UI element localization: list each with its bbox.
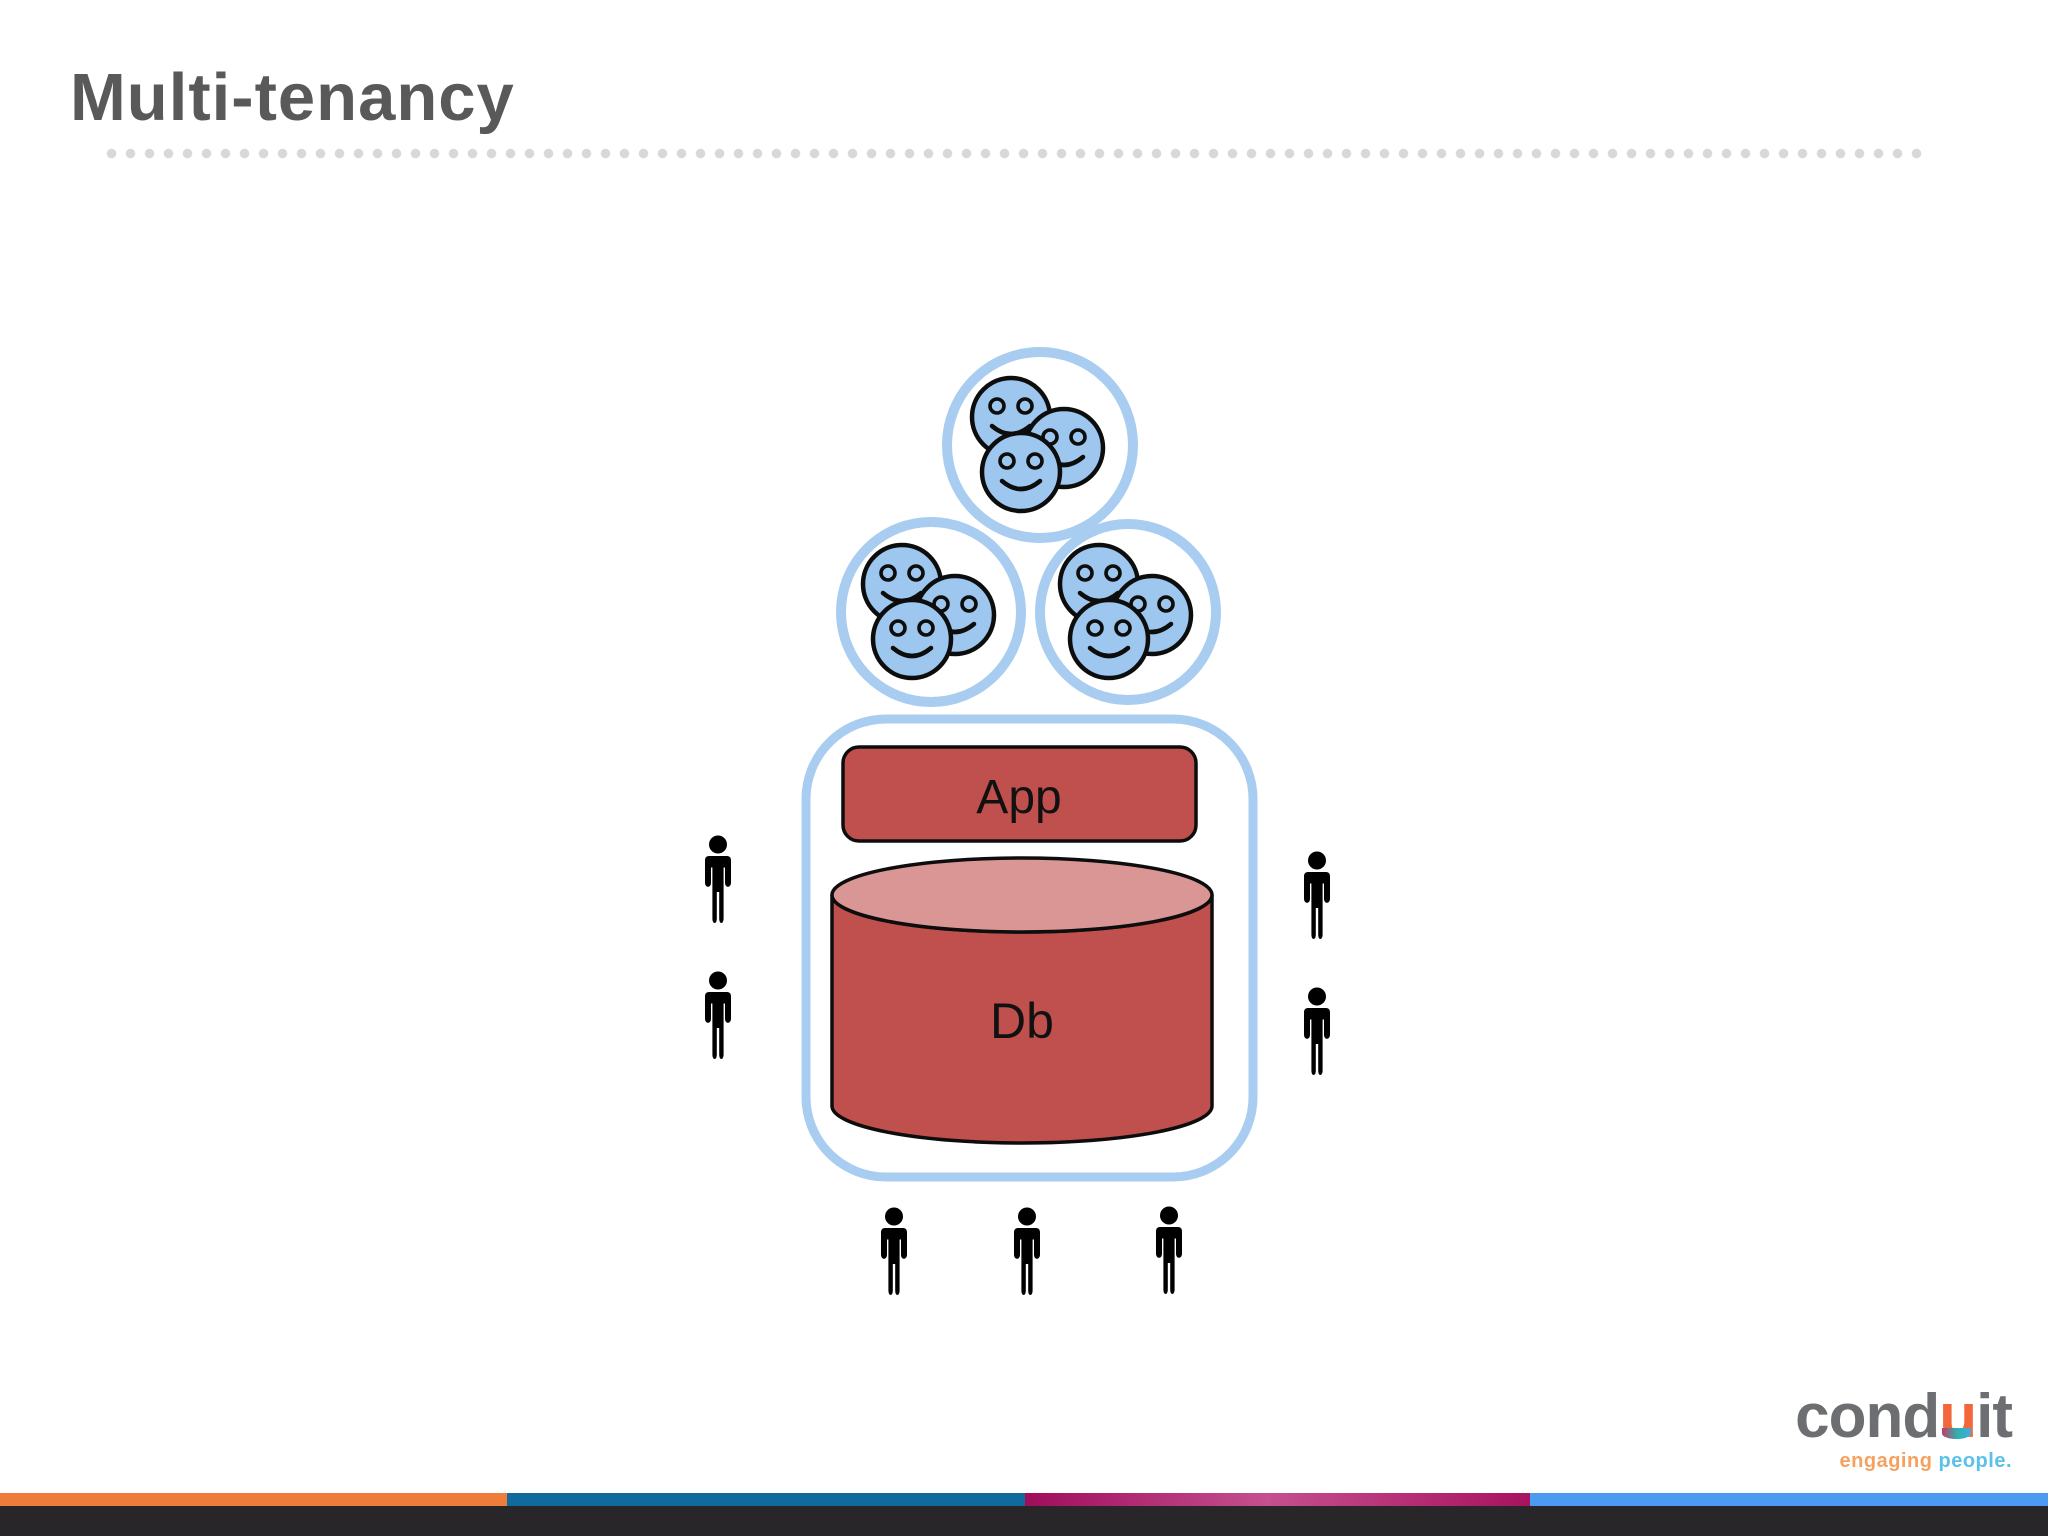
conduit-logo: conduit engaging people. (1795, 1382, 2013, 1472)
stripe-segment-lightblue (1530, 1493, 2048, 1506)
app-box (841, 745, 1198, 843)
smiley-face-icon (873, 600, 951, 678)
logo-accent-u: u (1939, 1382, 1977, 1451)
logo-text-suffix: it (1976, 1382, 2013, 1451)
db-cylinder: Db (830, 856, 1214, 1145)
stripe-segment-orange (0, 1493, 507, 1506)
user-person-icon-bottom-2 (1014, 1207, 1040, 1295)
tenant-group-right (1035, 519, 1221, 705)
user-person-icon-bottom-1 (881, 1207, 907, 1295)
user-person-icon-right-bottom (1304, 987, 1330, 1075)
user-person-icon-left-bottom (705, 971, 731, 1059)
footer-color-stripe (0, 1493, 2048, 1506)
smiley-face-icon (1070, 600, 1148, 678)
user-person-icon-right-top (1304, 851, 1330, 939)
page-title: Multi-tenancy (70, 60, 515, 135)
dotted-divider (102, 148, 1926, 159)
logo-tagline: engaging people. (1795, 1451, 2012, 1471)
tenant-group-left (836, 517, 1026, 707)
logo-text-prefix: cond (1795, 1382, 1940, 1451)
user-person-icon-bottom-3 (1156, 1206, 1182, 1294)
conduit-logo-wordmark: conduit (1795, 1382, 2013, 1451)
tagline-engaging: engaging (1839, 1450, 1939, 1472)
db-label: Db (990, 993, 1054, 1049)
tagline-people: people. (1938, 1450, 2012, 1472)
stripe-segment-magenta (1025, 1493, 1530, 1506)
app-label: App (976, 771, 1061, 824)
tenant-group-top (942, 347, 1138, 543)
smiley-face-icon (982, 433, 1060, 511)
footer-dark-band (0, 1506, 2048, 1536)
stripe-segment-blue (507, 1493, 1025, 1506)
user-person-icon-left-top (705, 835, 731, 923)
db-cylinder-top (830, 856, 1214, 934)
